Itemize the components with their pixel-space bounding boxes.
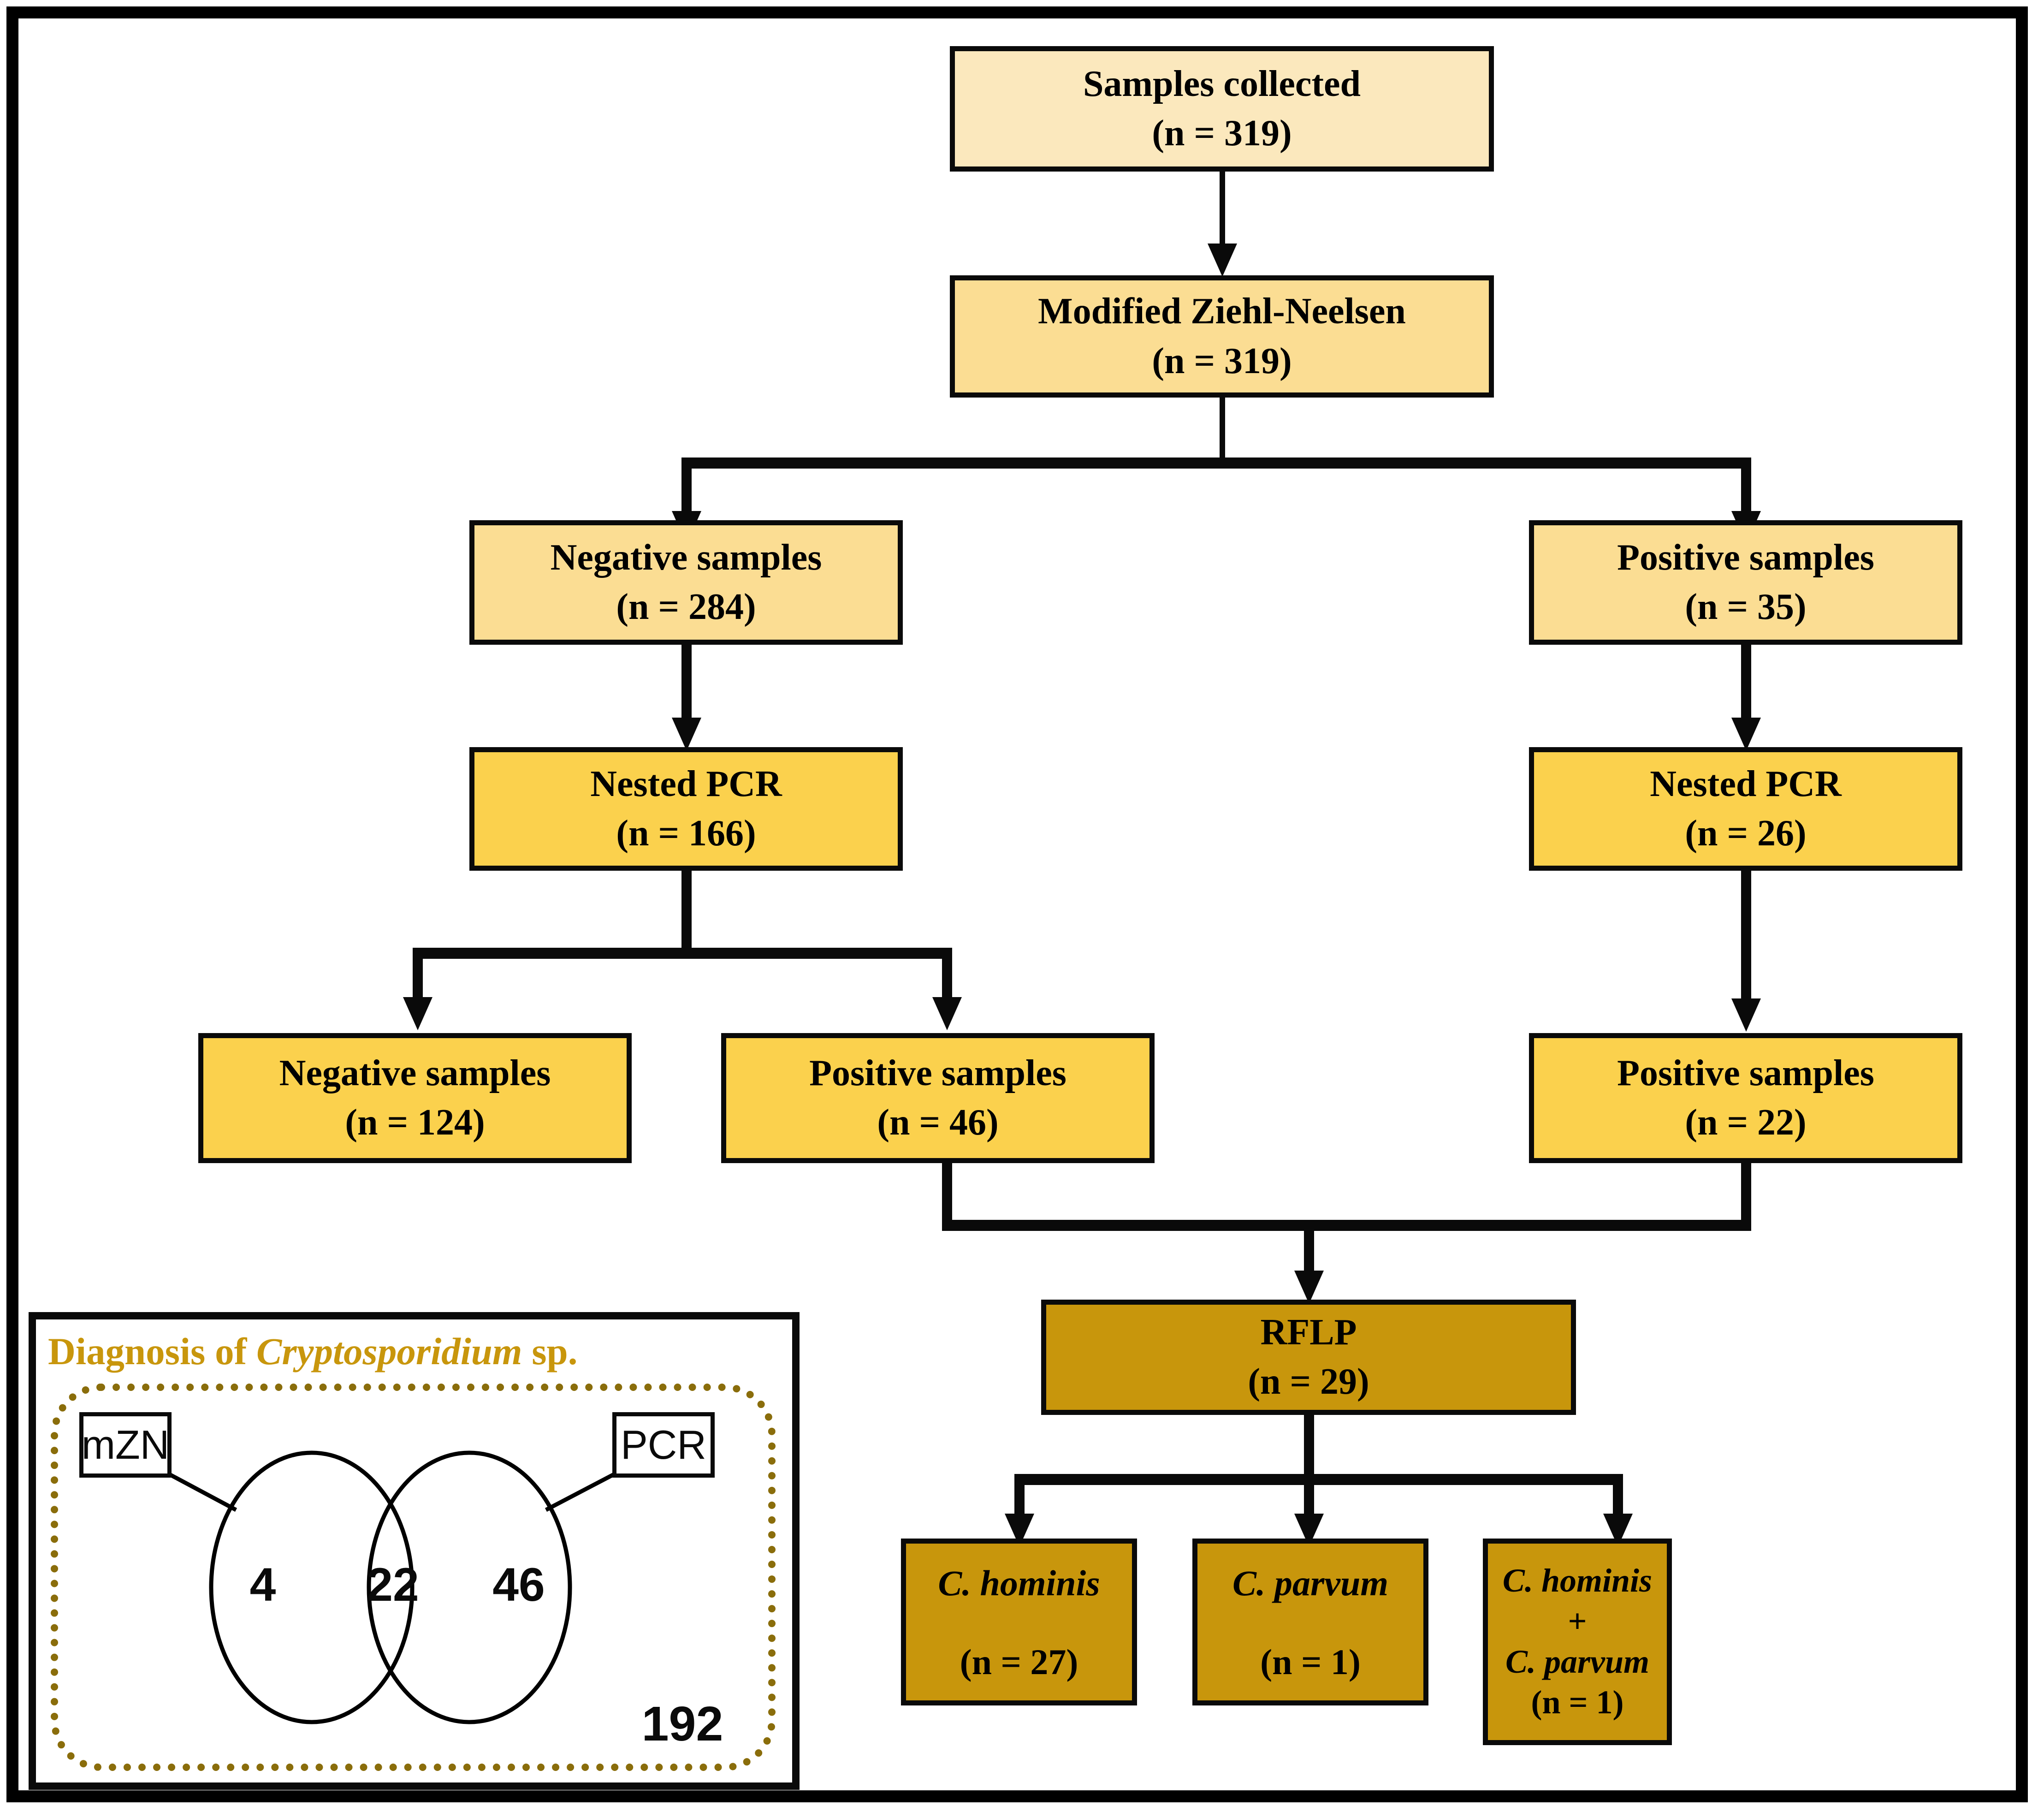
node-title: C. hominis bbox=[938, 1563, 1100, 1603]
connector-split-right bbox=[1741, 463, 1751, 518]
arrowhead-pcr-left-positive bbox=[932, 997, 962, 1030]
connector-pcrleft-split-left bbox=[413, 953, 423, 1004]
node-title: Nested PCR bbox=[590, 763, 782, 804]
node-c-hominis-plus-c-parvum[interactable]: C. hominis + C. parvum (n = 1) bbox=[1483, 1539, 1672, 1745]
connector-mzn-down bbox=[1220, 397, 1225, 461]
venn-value-overlap-text: 22 bbox=[367, 1558, 419, 1611]
node-title: C. parvum bbox=[1232, 1563, 1389, 1603]
venn-title-species: Cryptosporidium bbox=[256, 1330, 522, 1372]
node-rflp[interactable]: RFLP (n = 29) bbox=[1041, 1300, 1576, 1415]
node-count: (n = 1) bbox=[1260, 1642, 1361, 1682]
node-modified-ziehl-neelsen[interactable]: Modified Ziehl-Neelsen (n = 319) bbox=[950, 275, 1494, 398]
venn-value-outside-text: 192 bbox=[641, 1697, 723, 1751]
node-count: (n = 46) bbox=[877, 1102, 999, 1143]
connector-split-left bbox=[681, 463, 692, 518]
node-count: (n = 35) bbox=[1685, 587, 1807, 627]
connector-merge-to-rflp bbox=[1304, 1225, 1314, 1278]
arrowhead-pcr-right-positive bbox=[1731, 998, 1761, 1032]
node-nested-pcr-right[interactable]: Nested PCR (n = 26) bbox=[1529, 747, 1962, 871]
venn-value-overlap: 22 bbox=[363, 1558, 423, 1612]
arrowhead-pcr-left bbox=[672, 718, 701, 751]
connector-positive-to-pcr bbox=[1741, 643, 1751, 724]
node-count: (n = 319) bbox=[1152, 113, 1292, 154]
node-title: Positive samples bbox=[1617, 537, 1874, 578]
node-c-parvum[interactable]: C. parvum (n = 1) bbox=[1192, 1539, 1428, 1705]
node-title: Positive samples bbox=[809, 1052, 1066, 1093]
venn-inset-panel bbox=[29, 1312, 800, 1790]
venn-value-mzn-only-text: 4 bbox=[249, 1558, 276, 1611]
arrowhead-rflp bbox=[1294, 1271, 1324, 1304]
arrowhead-mzn bbox=[1208, 244, 1237, 277]
connector-right-positive-down bbox=[1741, 1162, 1751, 1229]
node-title: Samples collected bbox=[1083, 63, 1361, 104]
node-count: (n = 29) bbox=[1248, 1361, 1369, 1402]
venn-dashed-border bbox=[51, 1384, 776, 1771]
node-title: Nested PCR bbox=[1650, 763, 1842, 804]
split-bar-pcr-left bbox=[413, 948, 952, 959]
node-count: (n = 26) bbox=[1685, 813, 1807, 854]
node-c-hominis[interactable]: C. hominis (n = 27) bbox=[901, 1539, 1137, 1705]
split-bar-rflp bbox=[1014, 1474, 1623, 1485]
node-count: (n = 27) bbox=[960, 1642, 1078, 1682]
node-count: (n = 319) bbox=[1152, 340, 1292, 381]
node-pcr-right-positive-samples[interactable]: Positive samples (n = 22) bbox=[1529, 1033, 1962, 1163]
connector-species-mid bbox=[1304, 1479, 1314, 1521]
venn-label-mzn-text: mZN bbox=[81, 1422, 170, 1467]
node-count: (n = 166) bbox=[616, 813, 756, 854]
node-count: (n = 22) bbox=[1685, 1102, 1807, 1143]
connector-pcrleft-down bbox=[681, 869, 692, 955]
venn-value-outside: 192 bbox=[632, 1696, 733, 1752]
split-bar-mzn bbox=[681, 457, 1751, 469]
node-title: Modified Ziehl-Neelsen bbox=[1038, 291, 1406, 332]
node-plus-sign: + bbox=[1568, 1603, 1587, 1640]
node-nested-pcr-left[interactable]: Nested PCR (n = 166) bbox=[469, 747, 903, 871]
venn-label-pcr-text: PCR bbox=[621, 1422, 706, 1467]
connector-pcrleft-split-right bbox=[942, 953, 952, 1004]
connector-species-right bbox=[1613, 1479, 1623, 1521]
node-samples-collected[interactable]: Samples collected (n = 319) bbox=[950, 46, 1494, 172]
node-pcr-left-positive-samples[interactable]: Positive samples (n = 46) bbox=[721, 1033, 1155, 1163]
venn-value-pcr-only: 46 bbox=[486, 1558, 551, 1612]
node-title-second: C. parvum bbox=[1505, 1643, 1650, 1680]
node-count: (n = 124) bbox=[345, 1102, 485, 1143]
venn-circle-pcr bbox=[367, 1450, 572, 1724]
connector-species-left bbox=[1014, 1479, 1025, 1521]
merge-bar-rflp bbox=[942, 1220, 1751, 1231]
connector-negative-to-pcr bbox=[681, 643, 692, 724]
connector-samples-to-mzn bbox=[1220, 171, 1225, 251]
arrowhead-pcr-right bbox=[1731, 718, 1761, 751]
venn-inset-title: Diagnosis of Cryptosporidium sp. bbox=[48, 1329, 577, 1373]
connector-left-positive-down bbox=[942, 1162, 952, 1229]
venn-label-mzn: mZN bbox=[79, 1412, 172, 1478]
venn-label-pcr: PCR bbox=[612, 1412, 715, 1478]
node-title: Positive samples bbox=[1617, 1052, 1874, 1093]
leader-line-pcr bbox=[545, 1472, 616, 1512]
connector-rflp-down bbox=[1304, 1412, 1314, 1481]
node-title: C. hominis bbox=[1502, 1562, 1653, 1599]
venn-value-pcr-only-text: 46 bbox=[492, 1558, 545, 1611]
node-title: Negative samples bbox=[279, 1052, 551, 1093]
leader-line-mzn bbox=[167, 1472, 237, 1512]
venn-title-suffix: sp. bbox=[522, 1330, 578, 1372]
node-count: (n = 1) bbox=[1531, 1683, 1624, 1721]
node-count: (n = 284) bbox=[616, 587, 756, 627]
arrowhead-pcr-left-negative bbox=[403, 997, 432, 1030]
node-mzn-positive-samples[interactable]: Positive samples (n = 35) bbox=[1529, 520, 1962, 645]
venn-circle-mzn bbox=[209, 1450, 415, 1724]
venn-value-mzn-only: 4 bbox=[235, 1558, 290, 1612]
venn-title-prefix: Diagnosis of bbox=[48, 1330, 256, 1372]
node-title: RFLP bbox=[1260, 1312, 1357, 1353]
node-mzn-negative-samples[interactable]: Negative samples (n = 284) bbox=[469, 520, 903, 645]
node-pcr-left-negative-samples[interactable]: Negative samples (n = 124) bbox=[198, 1033, 632, 1163]
connector-pcrright-down bbox=[1741, 869, 1751, 1005]
node-title: Negative samples bbox=[550, 537, 822, 578]
